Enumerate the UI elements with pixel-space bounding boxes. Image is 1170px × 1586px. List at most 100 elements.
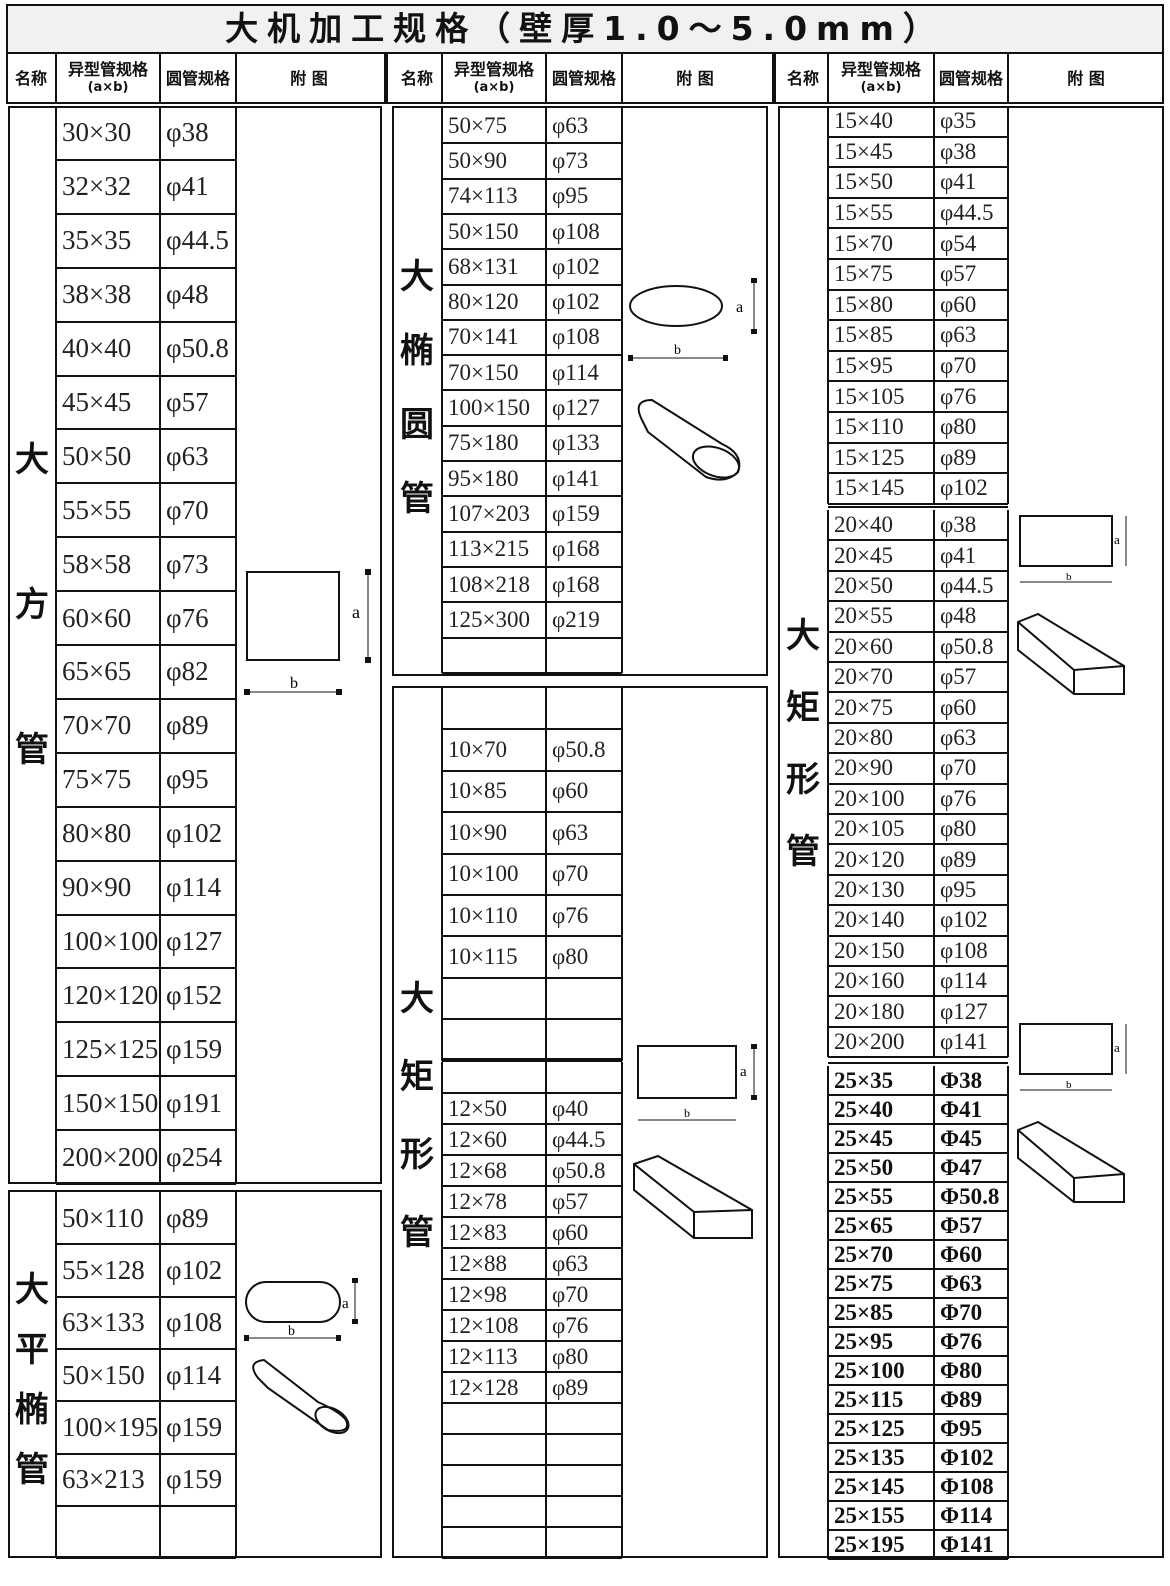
round-cell: Φ89 — [940, 1386, 983, 1412]
spec-cell: 70×150 — [448, 359, 519, 385]
spec-cell: 25×70 — [834, 1241, 894, 1267]
panel-big-ellipse — [392, 106, 768, 676]
round-cell: φ108 — [552, 218, 600, 244]
spec-cell: 10×70 — [448, 737, 507, 763]
header-row — [6, 54, 1164, 104]
round-cell: φ89 — [166, 710, 209, 741]
label-b: b — [684, 1106, 690, 1120]
col-divider — [827, 106, 829, 504]
group-divider — [828, 1062, 1008, 1064]
row-divider — [828, 1056, 1008, 1059]
row-divider — [442, 935, 622, 938]
spec-cell: 32×32 — [62, 171, 132, 202]
spec-cell: 15×85 — [834, 322, 893, 348]
row-divider — [56, 428, 236, 431]
header-divider — [1007, 54, 1009, 104]
round-cell: φ38 — [940, 512, 977, 538]
flat-oval-figure: a b — [244, 1278, 358, 1435]
row-divider — [442, 1154, 622, 1156]
round-cell — [552, 1527, 620, 1558]
round-cell: φ80 — [552, 1343, 589, 1369]
spec-cell: 12×60 — [448, 1126, 507, 1152]
row-divider — [442, 565, 622, 568]
round-cell: φ102 — [940, 907, 988, 933]
name-char-1: 大 — [786, 616, 820, 656]
round-cell: φ76 — [940, 785, 977, 811]
name-char-1: 大 — [400, 257, 434, 297]
row-divider — [442, 495, 622, 498]
row-divider — [828, 539, 1008, 542]
round-cell: φ73 — [166, 548, 209, 579]
row-divider — [828, 630, 1008, 633]
row-divider — [828, 1094, 1008, 1096]
spec-cell — [448, 1062, 544, 1093]
header-spec-sub: (a×b) — [860, 80, 902, 95]
header-round-label: 圆管规格 — [938, 69, 1003, 88]
label-a: a — [1114, 532, 1120, 547]
round-cell: φ70 — [552, 1281, 589, 1307]
spec-cell: 50×150 — [448, 218, 519, 244]
spec-cell: 15×110 — [834, 414, 904, 440]
row-divider — [828, 1326, 1008, 1328]
row-divider — [442, 636, 622, 639]
row-divider — [56, 266, 236, 269]
spec-cell: 10×90 — [448, 819, 507, 845]
row-divider — [828, 691, 1008, 694]
row-divider — [828, 1210, 1008, 1212]
row-divider — [828, 661, 1008, 663]
round-cell: φ89 — [940, 846, 977, 872]
row-divider — [442, 1018, 622, 1021]
round-cell: φ76 — [552, 902, 589, 928]
row-divider — [442, 1433, 622, 1435]
col-divider — [621, 688, 623, 1061]
round-cell: φ89 — [940, 444, 977, 470]
round-cell: φ102 — [552, 289, 600, 315]
name-big-flat-oval: 大 平 椭 管 — [10, 1260, 54, 1500]
row-divider — [442, 530, 622, 533]
round-cell: φ63 — [552, 112, 589, 138]
header-name-3: 名称 — [778, 56, 828, 102]
row-divider — [56, 913, 236, 916]
col-divider — [55, 1192, 57, 1559]
spec-cell: 20×45 — [834, 542, 893, 568]
spec-cell: 20×70 — [834, 664, 893, 690]
spec-cell: 75×75 — [62, 764, 132, 795]
name-char-3: 圆 — [400, 405, 434, 445]
row-divider — [828, 1181, 1008, 1183]
row-divider — [442, 460, 622, 462]
spec-cell: 150×150 — [62, 1087, 159, 1118]
round-cell: φ41 — [166, 171, 209, 202]
name-char-4: 管 — [400, 1213, 434, 1253]
spec-cell: 90×90 — [62, 872, 132, 903]
header-name-label: 名称 — [14, 69, 47, 88]
col-divider — [621, 108, 623, 673]
spec-cell: 50×150 — [62, 1359, 145, 1390]
spec-cell: 12×83 — [448, 1219, 507, 1245]
spec-cell: 70×70 — [62, 710, 132, 741]
round-cell: φ152 — [166, 979, 223, 1010]
row-divider — [442, 1278, 622, 1280]
row-divider — [56, 644, 236, 646]
round-cell — [552, 638, 620, 673]
header-round-1: 圆管规格 — [160, 56, 236, 102]
spec-cell: 25×95 — [834, 1328, 894, 1354]
row-divider — [828, 441, 1008, 444]
col-divider — [827, 1066, 829, 1559]
label-a: a — [352, 602, 360, 622]
round-cell: Φ70 — [940, 1299, 983, 1325]
round-cell — [552, 1434, 620, 1465]
round-cell: φ50.8 — [166, 333, 229, 364]
round-cell: φ159 — [166, 1033, 223, 1064]
spec-cell: 20×80 — [834, 724, 893, 750]
round-cell: φ63 — [166, 440, 209, 471]
round-cell: φ35 — [940, 108, 977, 134]
spec-cell: 113×215 — [448, 536, 530, 562]
spec-cell: 20×100 — [834, 785, 905, 811]
col-divider — [55, 106, 57, 1184]
spec-cell: 12×78 — [448, 1188, 507, 1214]
round-cell: φ70 — [940, 755, 977, 781]
spec-cell: 200×200 — [62, 1141, 159, 1172]
spec-cell: 20×60 — [834, 633, 893, 659]
round-cell: φ80 — [552, 944, 589, 970]
header-divider — [159, 54, 161, 104]
